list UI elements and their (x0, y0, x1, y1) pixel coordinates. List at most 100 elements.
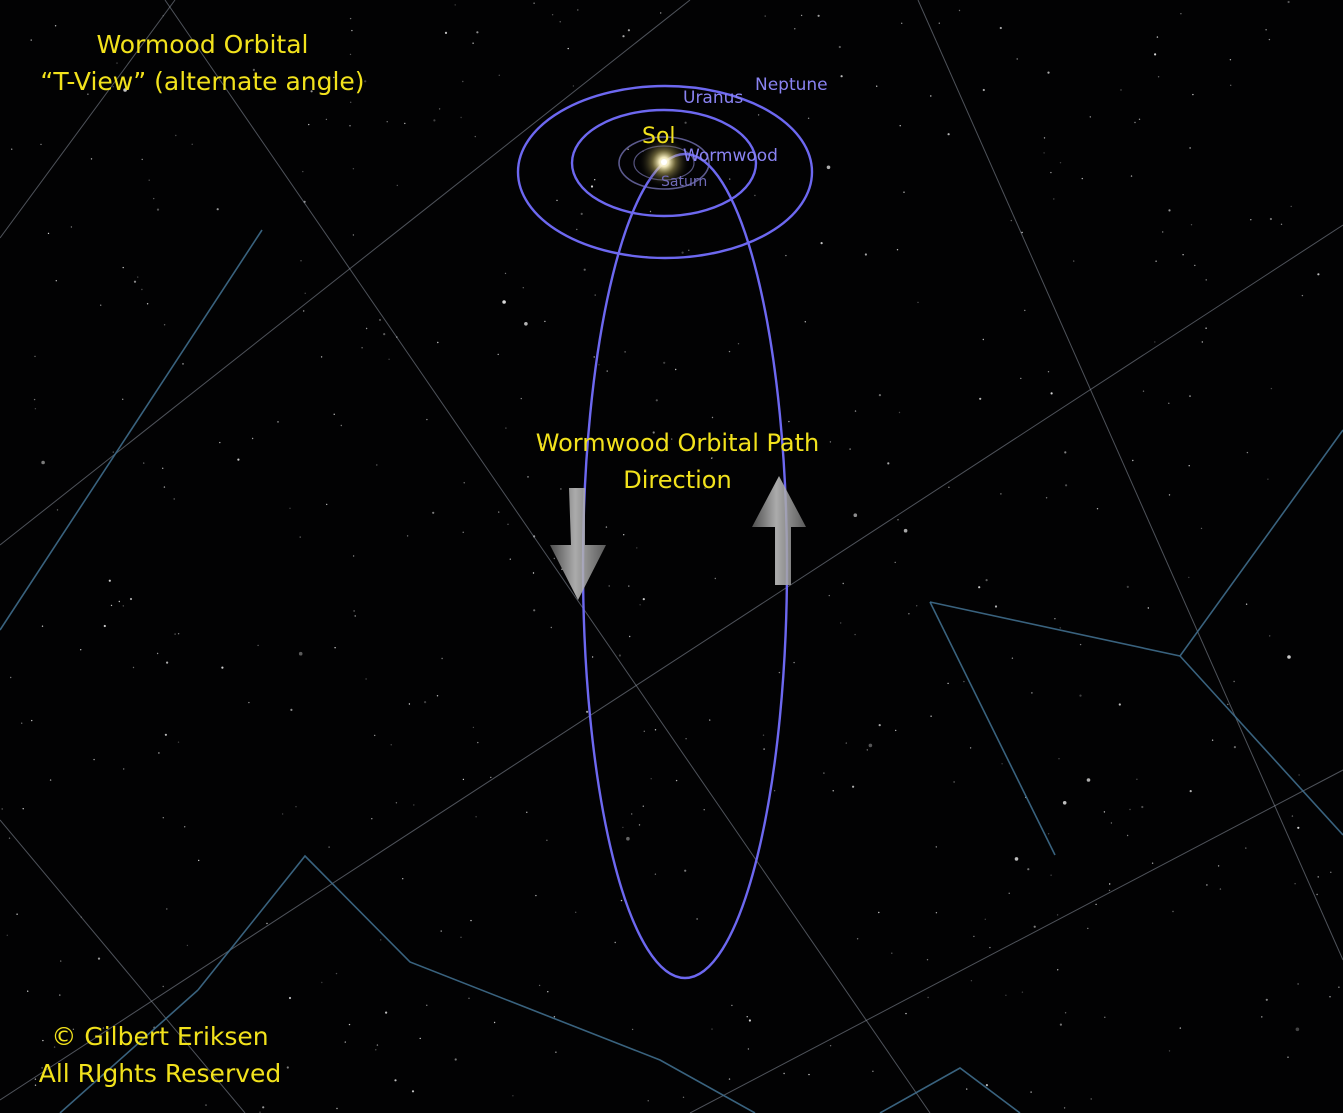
star (53, 1046, 56, 1048)
star (631, 813, 633, 815)
star (1246, 451, 1249, 454)
star (829, 441, 832, 443)
star (1230, 84, 1232, 87)
star (163, 324, 166, 326)
star (462, 80, 464, 83)
star (623, 534, 625, 536)
star (504, 272, 507, 275)
star (27, 990, 29, 992)
star (1330, 871, 1332, 873)
star (840, 75, 843, 78)
star (1201, 341, 1204, 343)
star (333, 76, 335, 79)
star (793, 661, 795, 664)
star (333, 413, 335, 415)
star (290, 708, 293, 712)
star (153, 197, 155, 200)
star (1126, 585, 1129, 589)
star (388, 358, 390, 360)
star (1047, 833, 1050, 835)
saturn-label: Saturn (661, 174, 708, 190)
star (905, 1012, 907, 1015)
star (33, 398, 36, 401)
star (627, 29, 631, 32)
star (684, 121, 687, 124)
star (22, 808, 24, 810)
star (460, 936, 462, 938)
star (1245, 847, 1247, 849)
diagram-title: Wormood Orbital “T-View” (alternate angl… (30, 26, 375, 100)
star (1298, 774, 1300, 776)
star (174, 633, 176, 635)
star (477, 741, 479, 744)
star (472, 42, 474, 44)
star (891, 952, 893, 954)
star (899, 125, 901, 127)
star (556, 199, 558, 202)
star (1270, 387, 1273, 390)
star (898, 411, 901, 414)
star (1050, 171, 1052, 174)
star (433, 119, 436, 122)
star (575, 911, 577, 913)
star (887, 462, 890, 465)
star (675, 779, 678, 782)
star (21, 722, 23, 724)
star (441, 657, 443, 660)
star (1338, 986, 1340, 988)
star (419, 1037, 421, 1040)
star (122, 398, 124, 400)
star (158, 752, 160, 754)
star (1126, 834, 1129, 837)
star (175, 134, 177, 137)
star (90, 158, 93, 160)
star (182, 363, 184, 365)
star (350, 101, 352, 104)
star (555, 1051, 557, 1053)
star (553, 1016, 556, 1018)
star (985, 579, 988, 582)
star (47, 232, 50, 235)
star (385, 1011, 388, 1014)
star (660, 12, 662, 14)
star (476, 31, 479, 34)
star (60, 960, 62, 962)
star (97, 957, 101, 960)
star (642, 598, 645, 601)
star (310, 90, 313, 93)
star (257, 644, 259, 647)
star (682, 1096, 685, 1099)
star (352, 555, 355, 557)
star (1138, 118, 1141, 121)
star (1154, 341, 1156, 343)
sun-label: Sol (642, 124, 676, 149)
star (328, 846, 330, 848)
star (436, 695, 439, 697)
star (334, 647, 336, 649)
star (878, 724, 881, 727)
star (1154, 53, 1157, 56)
star (594, 179, 596, 181)
star (474, 135, 476, 138)
star (348, 1023, 351, 1026)
star (364, 80, 367, 83)
star (1188, 576, 1190, 579)
orbital-path-label: Wormwood Orbital Path Direction (515, 425, 840, 499)
star (1005, 994, 1007, 996)
star (1001, 763, 1003, 765)
star (804, 321, 806, 323)
star (930, 95, 932, 97)
star (864, 253, 868, 256)
star (1294, 883, 1296, 885)
star (54, 25, 57, 27)
star (535, 894, 537, 897)
star (778, 671, 781, 674)
star (567, 47, 569, 50)
star (55, 280, 57, 282)
star (878, 394, 882, 397)
star (87, 93, 89, 95)
star (764, 15, 766, 17)
star (1233, 746, 1236, 749)
